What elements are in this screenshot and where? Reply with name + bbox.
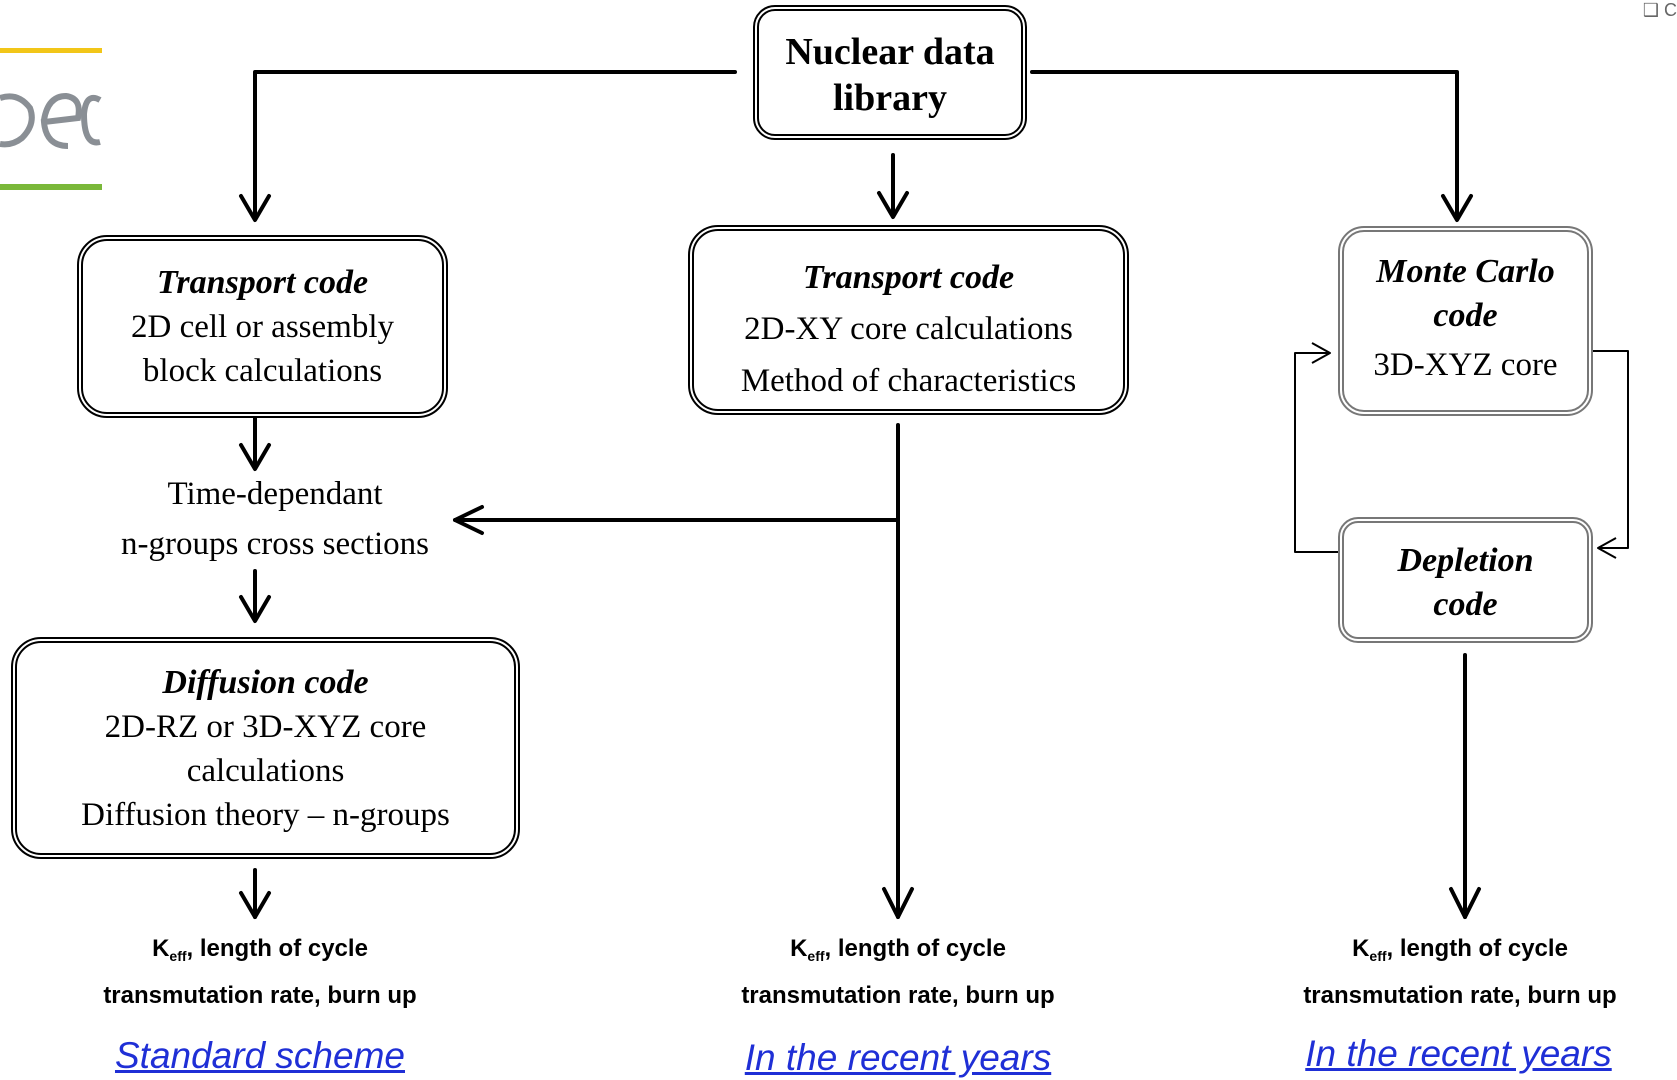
right-result: Keff, length of cycle transmutation rate… <box>1240 929 1677 1016</box>
middle-transport-code-box: Transport code 2D-XY core calculations M… <box>688 225 1129 415</box>
arrowhead-right-result <box>1449 887 1481 919</box>
depletion-title-line2: code <box>1433 586 1498 623</box>
logo-letter-a <box>80 94 102 146</box>
left-result: Keff, length of cycle transmutation rate… <box>40 929 480 1016</box>
left-result-k: K <box>152 935 170 962</box>
arrowhead-middle-result <box>882 887 914 919</box>
diffusion-title: Diffusion code <box>162 664 369 701</box>
arrowhead-xs <box>239 443 271 471</box>
loop-arrowhead-depletion <box>1597 537 1617 559</box>
diffusion-line1: 2D-RZ or 3D-XYZ core <box>104 709 427 745</box>
middle-result-sub: eff <box>807 948 825 964</box>
monte-carlo-code-box: Monte Carlo code 3D-XYZ core <box>1338 226 1593 416</box>
logo-bottom-bar <box>0 184 102 190</box>
cea-logo <box>0 48 102 190</box>
loop-mc-to-depletion <box>1593 350 1629 549</box>
loop-depletion-to-mc <box>1294 352 1338 553</box>
library-title-line2: library <box>833 77 947 119</box>
middle-result-k: K <box>790 935 808 962</box>
caption-standard-scheme[interactable]: Standard scheme <box>114 1035 405 1076</box>
middle-box-line2: Method of characteristics <box>740 363 1077 399</box>
left-box-line2: block calculations <box>142 353 383 389</box>
middle-box-line1: 2D-XY core calculations <box>744 311 1073 347</box>
diffusion-line2: calculations <box>186 753 345 789</box>
line-library-to-left <box>253 70 737 220</box>
logo-letter-e <box>40 92 82 149</box>
line-library-to-right <box>1030 70 1459 220</box>
loop-arrowhead-mc <box>1311 342 1331 364</box>
left-transport-code-box: Transport code 2D cell or assembly block… <box>77 235 448 418</box>
left-box-title: Transport code <box>156 264 369 301</box>
right-result-k: K <box>1352 935 1370 962</box>
arrowhead-diffusion <box>239 595 271 623</box>
cross-sections-label: Time-dependant n-groups cross sections <box>60 469 490 569</box>
right-result-line1: , length of cycle <box>1386 935 1568 962</box>
left-result-line2: transmutation rate, burn up <box>103 982 417 1009</box>
caption-recent-years-right[interactable]: In the recent years <box>1305 1033 1612 1074</box>
mc-title-line2: code <box>1433 297 1498 334</box>
middle-box-title: Transport code <box>802 259 1015 296</box>
arrowhead-middle-box <box>877 191 909 219</box>
arrowhead-left-box <box>239 194 271 222</box>
nuclear-data-library-box: Nuclear data library <box>753 5 1027 140</box>
diffusion-code-box: Diffusion code 2D-RZ or 3D-XYZ core calc… <box>11 637 520 859</box>
left-box-line1: 2D cell or assembly <box>130 309 395 345</box>
caption-recent-years-middle[interactable]: In the recent years <box>744 1037 1052 1078</box>
diffusion-line3: Diffusion theory – n-groups <box>81 797 450 833</box>
logo-top-bar <box>0 48 102 53</box>
depletion-title-line1: Depletion <box>1397 542 1534 579</box>
middle-result-line1: , length of cycle <box>824 935 1006 962</box>
mc-title-line1: Monte Carlo <box>1376 253 1555 290</box>
xs-line2: n-groups cross sections <box>121 526 429 562</box>
right-result-line2: transmutation rate, burn up <box>1303 982 1617 1009</box>
right-result-sub: eff <box>1369 948 1387 964</box>
middle-result-line2: transmutation rate, burn up <box>741 982 1055 1009</box>
mc-line1: 3D-XYZ core <box>1373 347 1558 383</box>
xs-line1: Time-dependant <box>167 476 383 512</box>
arrowhead-left-result <box>239 891 271 919</box>
middle-result: Keff, length of cycle transmutation rate… <box>678 929 1118 1016</box>
arrowhead-to-xs <box>453 505 484 535</box>
library-title-line1: Nuclear data <box>785 31 995 73</box>
depletion-code-box: Depletion code <box>1338 517 1593 643</box>
left-result-sub: eff <box>169 948 187 964</box>
corner-mark: ❑ C <box>1642 0 1677 20</box>
left-result-line1: , length of cycle <box>186 935 368 962</box>
logo-letter-c <box>0 93 35 148</box>
arrowhead-right-box <box>1441 194 1473 222</box>
